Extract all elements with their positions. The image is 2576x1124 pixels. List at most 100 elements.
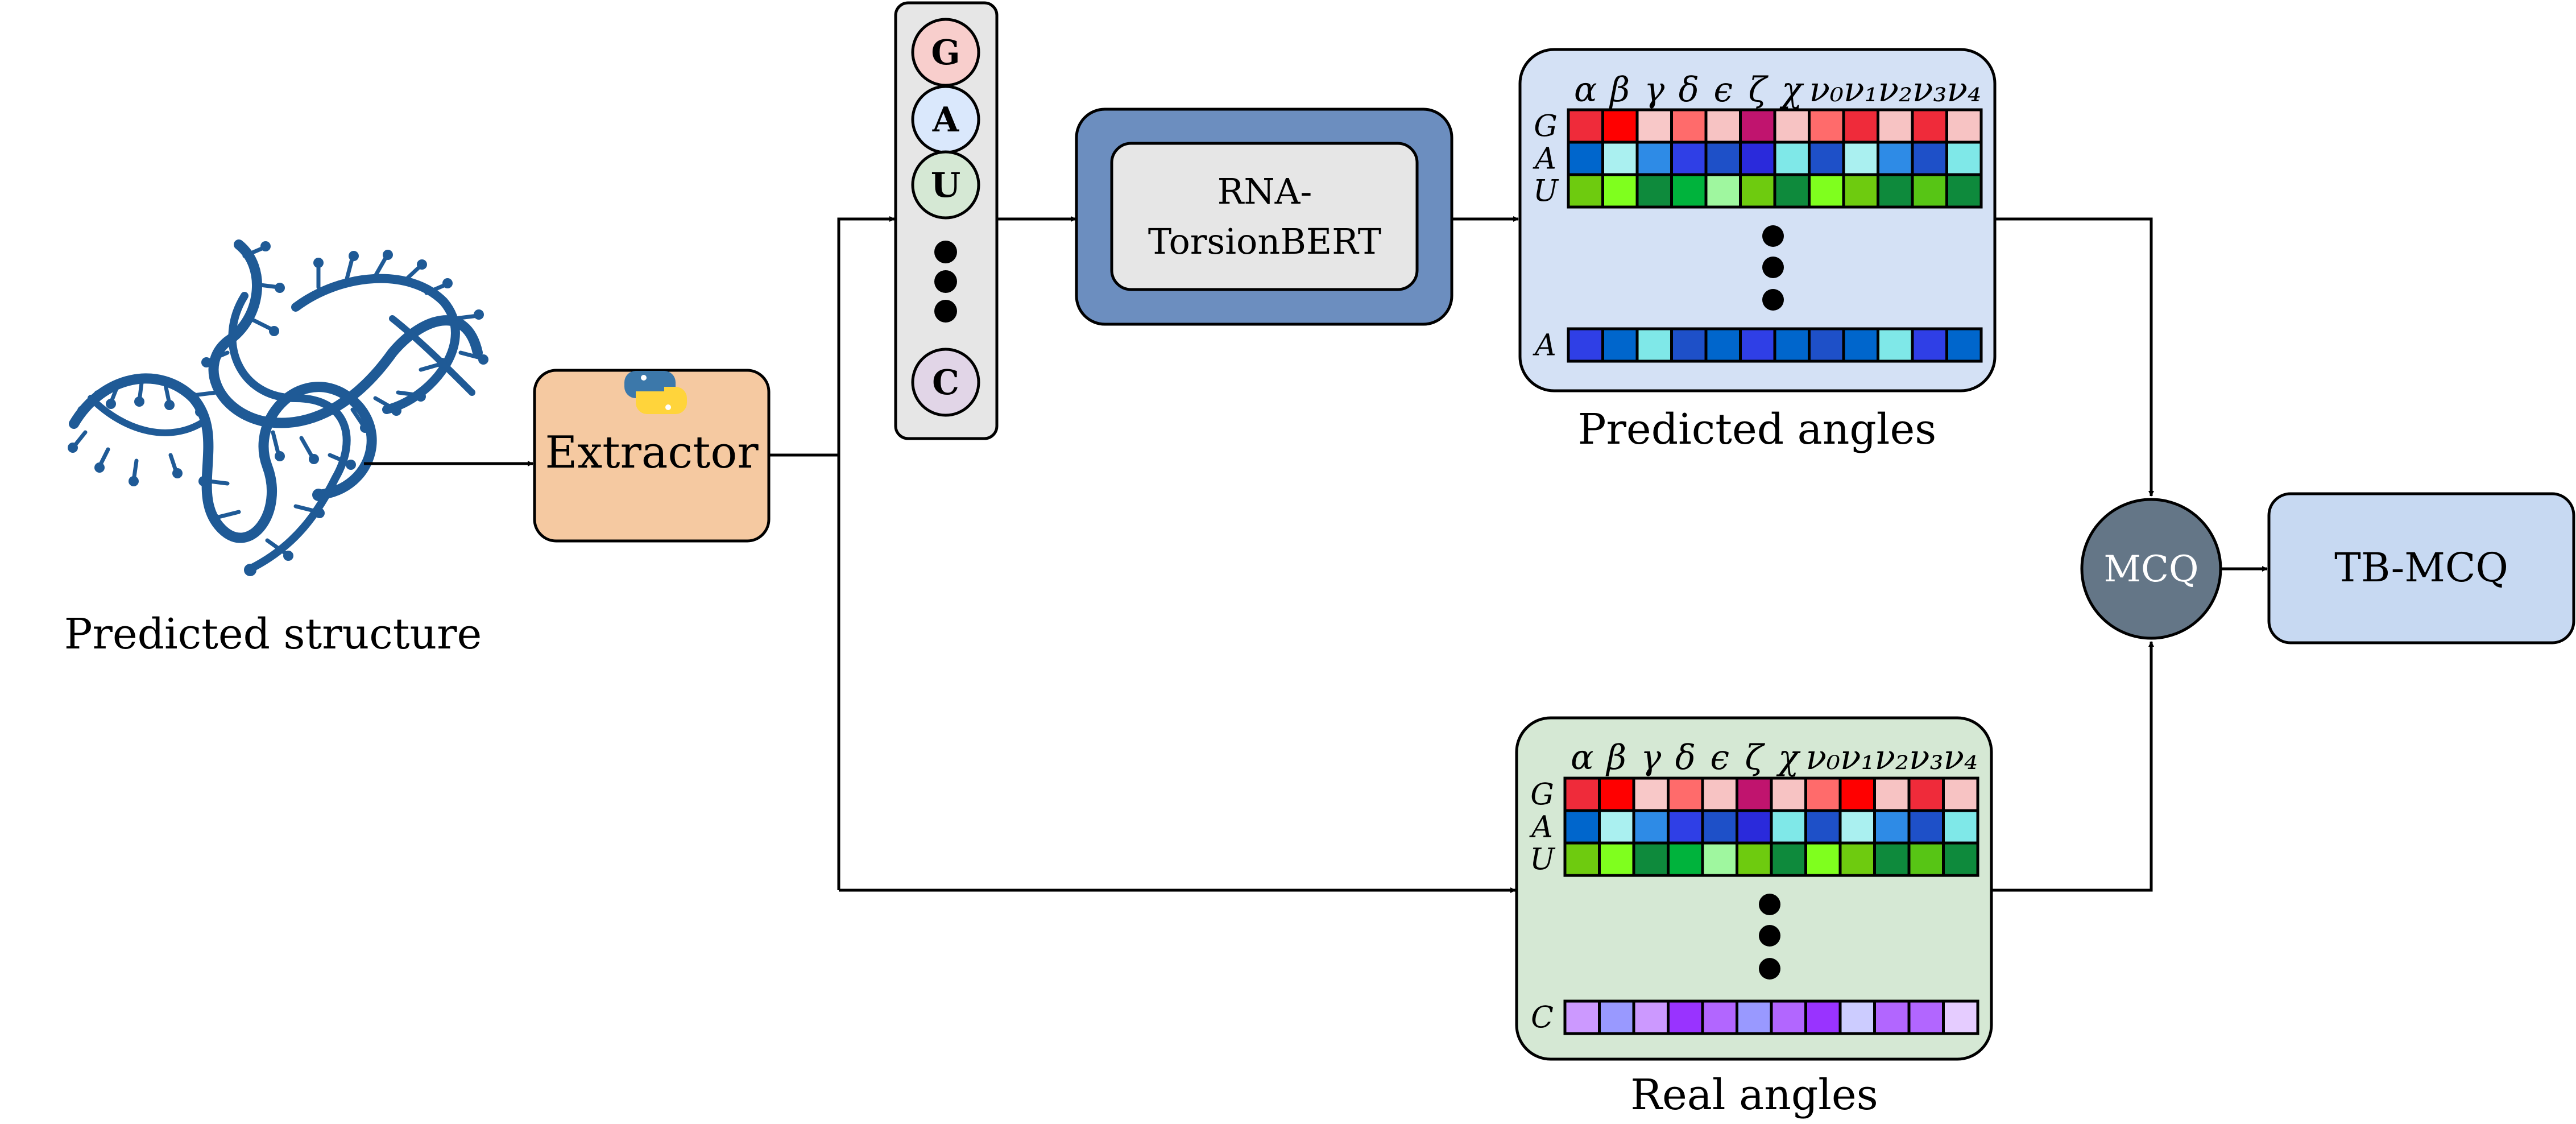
angle-header: α bbox=[1574, 70, 1597, 110]
nucleotide-u-label: U bbox=[931, 166, 960, 205]
angle-cell bbox=[1567, 140, 1604, 176]
angle-cell bbox=[1667, 776, 1704, 812]
row-label: C bbox=[1531, 1001, 1554, 1035]
arrow-predicted-to-mcq bbox=[1996, 217, 2154, 497]
row-label: U bbox=[1530, 843, 1556, 877]
sequence-nucleotides: G A U C bbox=[911, 18, 980, 417]
angle-cell bbox=[1804, 809, 1842, 845]
angle-cell bbox=[1770, 809, 1807, 845]
angle-cell bbox=[1632, 809, 1670, 845]
angle-header: ζ bbox=[1748, 70, 1769, 110]
angle-header: ν₀ bbox=[1809, 70, 1844, 110]
angle-cell bbox=[1911, 327, 1948, 363]
angle-cell bbox=[1804, 776, 1842, 812]
angle-cell bbox=[1632, 841, 1670, 877]
angle-header: ϵ bbox=[1710, 738, 1729, 778]
angle-cell bbox=[1635, 140, 1673, 176]
angle-cell bbox=[1670, 108, 1708, 144]
angle-cell bbox=[1563, 999, 1601, 1035]
angle-cell bbox=[1942, 776, 1979, 812]
angle-cell bbox=[1601, 173, 1639, 209]
angle-cell bbox=[1945, 173, 1983, 209]
angle-cell bbox=[1598, 776, 1635, 812]
angle-cell bbox=[1736, 841, 1773, 877]
angle-cell bbox=[1838, 841, 1876, 877]
angle-cell bbox=[1739, 327, 1776, 363]
angle-cell bbox=[1667, 841, 1704, 877]
tb-mcq-output-box bbox=[2267, 492, 2575, 644]
angle-cell bbox=[1942, 809, 1979, 845]
angle-cell bbox=[1632, 776, 1670, 812]
angle-cell bbox=[1563, 809, 1601, 845]
row-label: A bbox=[1533, 142, 1556, 176]
angle-cell bbox=[1704, 173, 1742, 209]
angle-cell bbox=[1773, 108, 1811, 144]
angle-cell bbox=[1804, 999, 1842, 1035]
ellipsis-dot bbox=[1762, 225, 1784, 247]
angle-header: ν₁ bbox=[1840, 738, 1875, 778]
ellipsis-dot bbox=[934, 241, 957, 263]
nucleotide-c-label: C bbox=[932, 363, 959, 403]
angle-cell bbox=[1563, 776, 1601, 812]
angle-header: ν₃ bbox=[1912, 70, 1947, 110]
angle-cell bbox=[1945, 327, 1983, 363]
angle-cell bbox=[1773, 327, 1811, 363]
angle-cell bbox=[1701, 776, 1738, 812]
angle-cell bbox=[1838, 809, 1876, 845]
real-angles-caption: Real angles bbox=[1630, 1071, 1878, 1119]
angle-cell bbox=[1942, 841, 1979, 877]
angle-cell bbox=[1739, 108, 1776, 144]
angle-cell bbox=[1808, 140, 1845, 176]
angle-cell bbox=[1598, 809, 1635, 845]
ellipsis-dot bbox=[1762, 257, 1784, 278]
angle-cell bbox=[1877, 173, 1914, 209]
angle-cell bbox=[1907, 809, 1945, 845]
angle-header: ν₄ bbox=[1943, 738, 1978, 778]
angle-cell bbox=[1567, 108, 1604, 144]
model-label-line1: RNA- bbox=[1217, 171, 1312, 212]
angle-cell bbox=[1773, 140, 1811, 176]
nucleotide-u-circle bbox=[911, 150, 980, 220]
nucleotide-a-label: A bbox=[932, 100, 960, 140]
angle-cell bbox=[1704, 327, 1742, 363]
model-label-line2: TorsionBERT bbox=[1148, 221, 1381, 262]
angle-cell bbox=[1838, 776, 1876, 812]
angle-cell bbox=[1601, 327, 1639, 363]
angle-cell bbox=[1770, 999, 1807, 1035]
ellipsis-dot bbox=[1759, 958, 1780, 980]
angle-cell bbox=[1873, 999, 1911, 1035]
angle-cell bbox=[1911, 108, 1948, 144]
predicted-angles-caption: Predicted angles bbox=[1578, 405, 1936, 454]
angle-cell bbox=[1632, 999, 1670, 1035]
angle-header: δ bbox=[1675, 738, 1696, 778]
angle-cell bbox=[1667, 809, 1704, 845]
angle-cell bbox=[1907, 841, 1945, 877]
angle-cell bbox=[1563, 841, 1601, 877]
rna-structure-image bbox=[68, 239, 488, 576]
angle-header: χ bbox=[1776, 738, 1801, 778]
ellipsis-dot bbox=[934, 270, 957, 293]
angle-header: ν₂ bbox=[1874, 738, 1909, 778]
angle-cell bbox=[1804, 841, 1842, 877]
angle-cell bbox=[1739, 140, 1776, 176]
angle-cell bbox=[1601, 108, 1639, 144]
angle-header: ζ bbox=[1745, 738, 1765, 778]
angle-cell bbox=[1877, 327, 1914, 363]
arrow-real-to-mcq bbox=[1990, 641, 2154, 892]
angle-cell bbox=[1736, 999, 1773, 1035]
angle-header: ϵ bbox=[1713, 70, 1733, 110]
predicted-structure-caption: Predicted structure bbox=[64, 610, 482, 659]
angle-cell bbox=[1842, 108, 1879, 144]
model-inner-box bbox=[1110, 142, 1419, 291]
angle-cell bbox=[1945, 140, 1983, 176]
ellipsis-dot bbox=[1762, 289, 1784, 311]
arrow-to-sequence bbox=[837, 216, 895, 890]
angle-cell bbox=[1907, 776, 1945, 812]
angle-cell bbox=[1911, 140, 1948, 176]
angle-cell bbox=[1808, 108, 1845, 144]
row-label: A bbox=[1533, 329, 1556, 363]
row-label: A bbox=[1529, 811, 1553, 845]
ellipsis-dot bbox=[1759, 894, 1780, 915]
